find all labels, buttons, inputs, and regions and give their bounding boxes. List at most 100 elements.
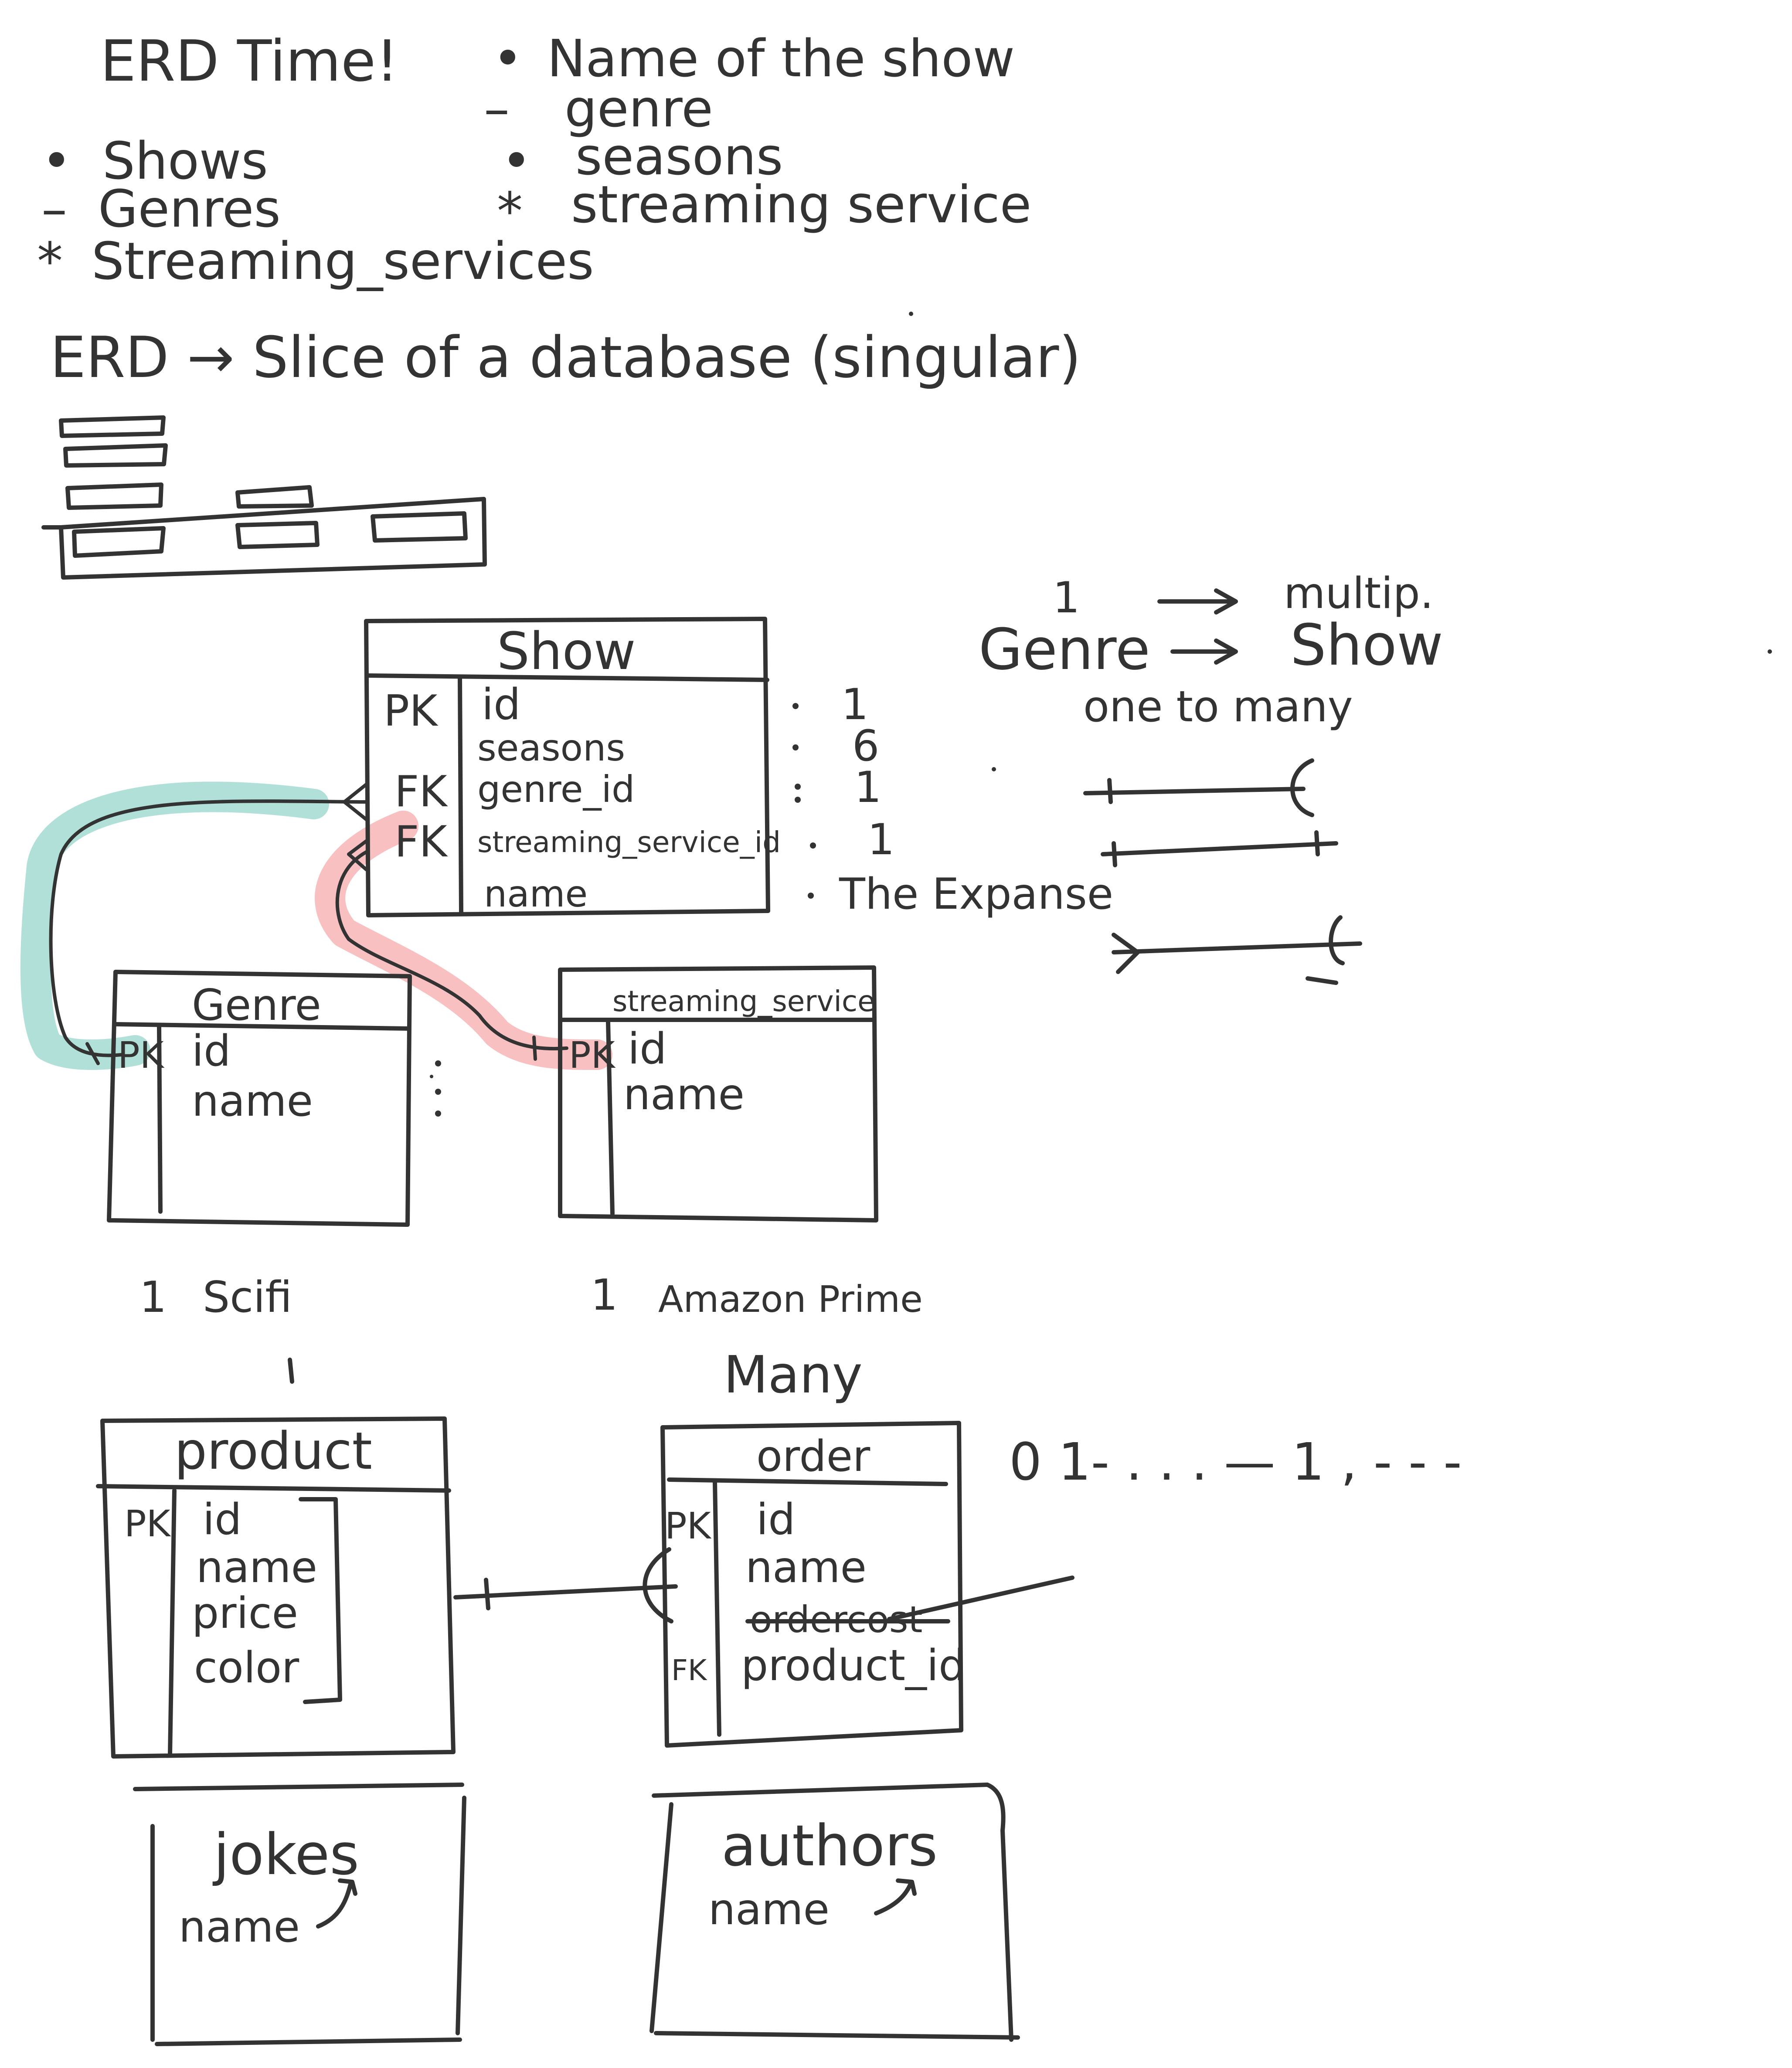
product-table-header-divider [96, 1484, 451, 1493]
note-cardinality: 0 1- . . . — 1 , - - - [1009, 1432, 1462, 1492]
entity-item-shows: Shows [102, 131, 268, 191]
value-dot [808, 893, 814, 899]
sketch-slice [72, 526, 166, 558]
genre-example-id: 1 [139, 1273, 167, 1322]
relationship-lines [49, 783, 568, 1065]
show-key-fk-streaming: FK [394, 817, 448, 867]
crows-foot-icon [1290, 758, 1314, 817]
crows-foot-icon [643, 1547, 673, 1623]
note-to-entity: Show [1290, 612, 1443, 678]
product-table-border [100, 1416, 456, 1759]
one-bar-icon [532, 1036, 537, 1061]
attribute-item-streaming-service: streaming service [571, 174, 1031, 234]
product-order-line [453, 1584, 678, 1599]
one-bar-icon [1314, 830, 1320, 856]
one-bar-icon [1112, 841, 1117, 867]
stray-dot [909, 312, 913, 316]
product-field-id: id [203, 1495, 241, 1545]
one-bar-icon [1107, 778, 1113, 804]
genre-table-key-divider [157, 1024, 163, 1214]
streaming-table-title: streaming_service [612, 985, 875, 1018]
genre-field-id: id [192, 1026, 231, 1076]
streaming-example-name: Amazon Prime [658, 1278, 923, 1321]
genre-example-name: Scifi [203, 1273, 292, 1322]
order-table-key-divider [713, 1480, 721, 1737]
sketch-slice [235, 485, 314, 509]
show-value-genre-id: 1 [854, 763, 881, 812]
order-table-title: order [756, 1432, 870, 1481]
one-to-many-line [1083, 787, 1306, 795]
sketch-slice [59, 415, 166, 438]
product-order-relationship [453, 1547, 678, 1623]
genre-table: Genre PK id name 1 Scifi [107, 970, 441, 1384]
value-dot [435, 1089, 441, 1095]
arrow-up-right-icon [874, 1878, 917, 1915]
genre-field-name: name [192, 1076, 313, 1126]
database-sketch [41, 415, 487, 580]
sketch-slice [63, 443, 168, 468]
stray-dot [1768, 649, 1772, 654]
note-relationship-type: one to many [1083, 682, 1353, 732]
entity-marker: * [37, 231, 63, 291]
arrow-right-icon [1170, 638, 1238, 665]
stray-line [887, 1576, 1075, 1621]
product-field-color: color [194, 1643, 299, 1693]
show-field-streaming-service-id: streaming_service_id [477, 825, 781, 859]
streaming-table-border [558, 965, 878, 1222]
attribute-item-genre: genre [564, 78, 713, 139]
order-table: order PK id name ordercost FK product_id [660, 1421, 1075, 1748]
entity-item-genres: Genres [98, 179, 281, 239]
streaming-key-pk: PK [569, 1034, 616, 1076]
jokes-table: jokes name [133, 1783, 466, 2046]
note-many: Many [724, 1345, 863, 1405]
show-table-header-divider [366, 673, 769, 682]
product-table-bracket [299, 1497, 342, 1704]
genre-table-title: Genre [192, 981, 321, 1030]
value-dot [792, 703, 799, 709]
stray-dot [992, 767, 996, 771]
dash-mark [1306, 976, 1338, 985]
order-field-id: id [756, 1495, 795, 1545]
product-field-name: name [196, 1543, 317, 1593]
show-value-seasons: 6 [852, 721, 879, 771]
value-dot [795, 797, 801, 803]
show-field-genre-id: genre_id [477, 768, 635, 811]
value-dot [795, 784, 801, 790]
order-field-name: name [745, 1543, 867, 1593]
jokes-table-border [133, 1783, 466, 2046]
value-dot [435, 1060, 441, 1066]
arrow-right-icon [1157, 588, 1238, 615]
product-key-pk: PK [124, 1502, 171, 1545]
show-table-border [364, 617, 770, 917]
show-value-streaming-id: 1 [867, 815, 894, 865]
attribute-item-seasons: seasons [575, 126, 783, 187]
show-field-name: name [484, 873, 588, 915]
page-title: ERD Time! [100, 28, 398, 94]
value-dot [792, 744, 799, 750]
entity-marker: • [41, 131, 72, 191]
entity-item-streaming-services: Streaming_services [92, 231, 594, 291]
authors-table-border [649, 1783, 1020, 2042]
note-from-entity: Genre [979, 616, 1150, 683]
order-key-pk: PK [665, 1504, 712, 1547]
crows-foot-icon [343, 783, 368, 821]
streaming-table-key-divider [606, 1020, 615, 1216]
show-value-id: 1 [841, 680, 868, 730]
crows-foot-icon [1329, 915, 1345, 965]
authors-table: authors name [649, 1783, 1020, 2042]
streaming-field-name: name [623, 1070, 745, 1120]
note-one: 1 [1053, 573, 1080, 623]
crows-foot-icon [1112, 933, 1140, 974]
product-field-price: price [192, 1589, 298, 1638]
streaming-show-line [335, 850, 568, 1051]
genre-relationship-highlight [20, 781, 329, 1070]
show-table: Show PK id seasons FK genre_id FK stream… [364, 617, 1113, 919]
product-table: product PK id name price color [96, 1416, 456, 1759]
value-dot [435, 1110, 441, 1117]
attribute-marker: – [484, 78, 510, 139]
jokes-table-title: jokes [212, 1821, 359, 1888]
value-dot [430, 1075, 433, 1078]
note-multiple: multip. [1284, 569, 1434, 618]
streaming-service-table: streaming_service PK id name 1 Amazon Pr… [558, 965, 923, 1321]
authors-table-title: authors [721, 1813, 938, 1879]
